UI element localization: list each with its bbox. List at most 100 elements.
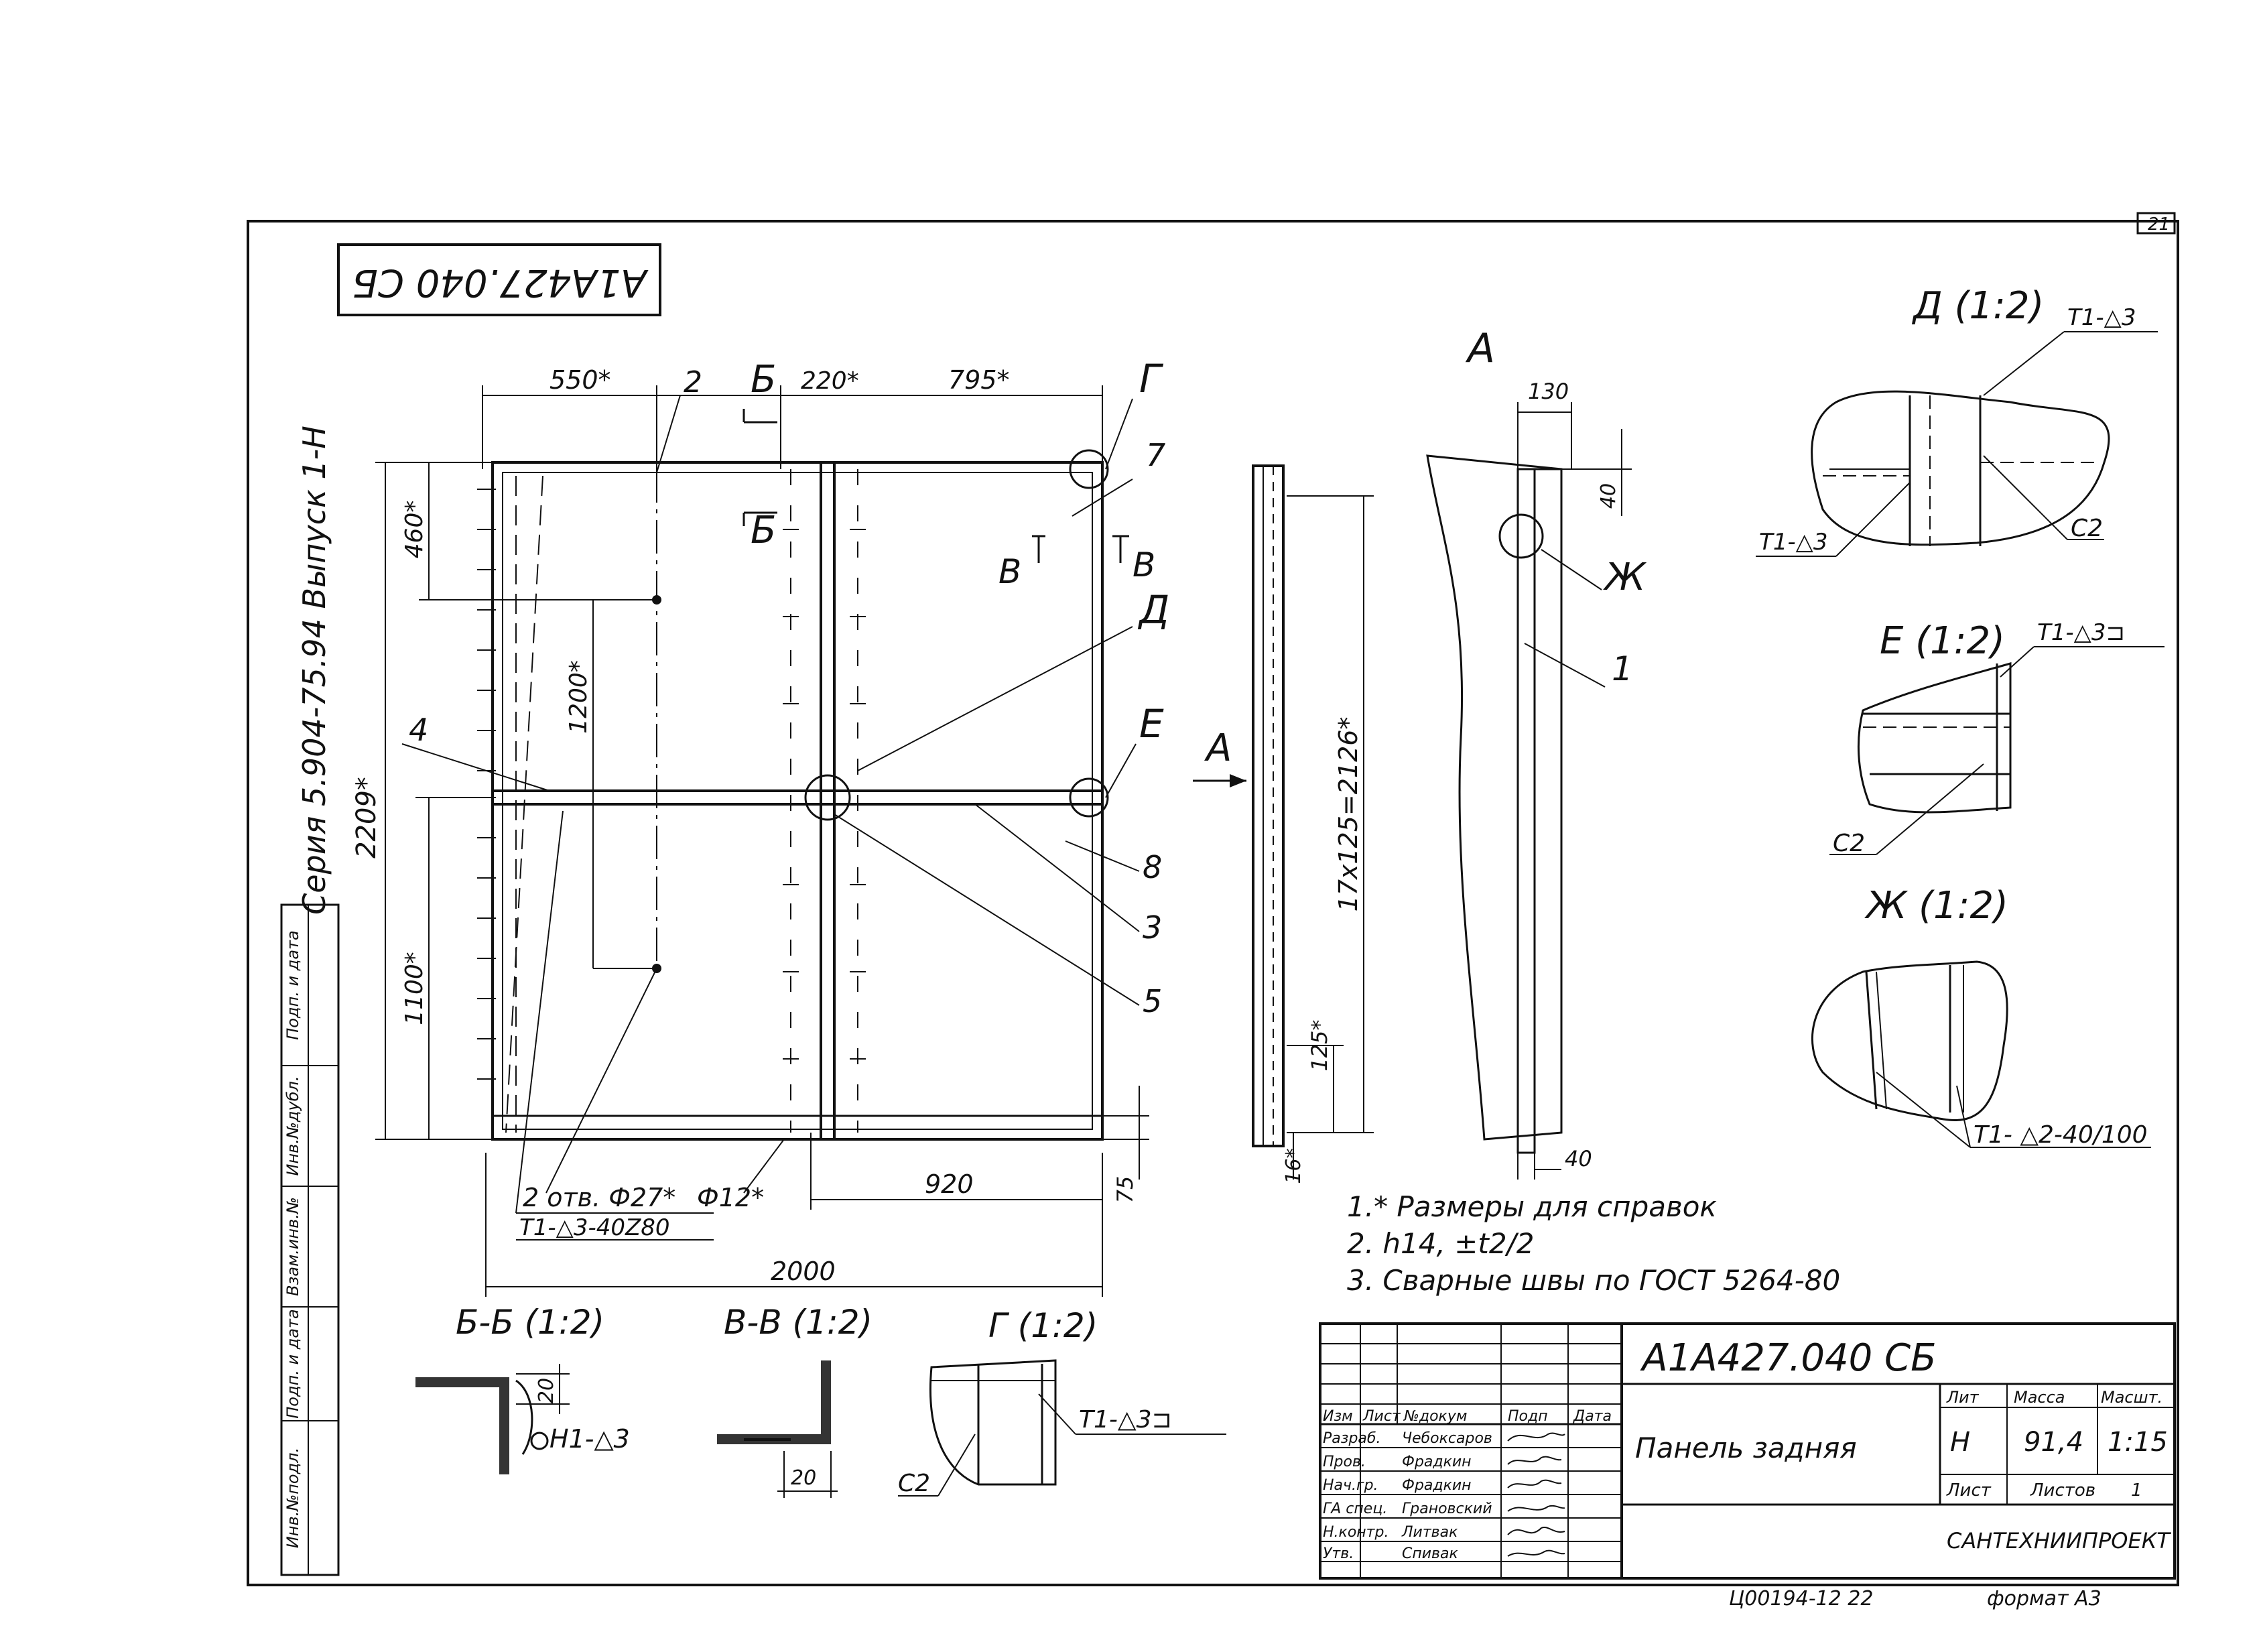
phi12-note: Ф12* [697,1183,764,1212]
section-bb-dim: 20 [535,1378,558,1403]
view-a-dim-130: 130 [1528,379,1569,404]
detail-e: Е (1:2) Т1-△3⊐ С2 [1829,619,2165,857]
note-1: 1.* Размеры для справок [1347,1190,1717,1223]
view-a-title: А [1465,325,1495,372]
tb-scale-label: Масшт. [2101,1388,2162,1407]
tb-lit-label: Лит [1946,1388,1980,1407]
detail-g-weld: Т1-△3⊐ [1079,1406,1172,1434]
side-stamp-inv-dubl: Инв.№дубл. [283,1076,302,1176]
tb-col-izm: Изм [1323,1408,1353,1425]
page-number: 21 [2148,214,2170,235]
footer-code: Ц00194-12 22 [1729,1587,1873,1610]
section-b-bottom-label: Б [751,509,776,552]
side-stamp-inv-podl: Инв.№подл. [283,1448,302,1548]
section-vv: В-В (1:2) 20 [717,1303,873,1498]
tb-name-1: Чебоксаров [1402,1430,1492,1447]
title-block: Изм Лист №докум Подп Дата Разраб. Чебокс… [1319,1322,2176,1580]
pos-2-label: 2 [684,365,702,399]
section-bb-title: Б-Б (1:2) [456,1303,604,1342]
section-bb: Б-Б (1:2) 20 Н1-△3 [415,1303,630,1474]
tb-name-2: Фрадкин [1402,1454,1472,1470]
dim-1100: 1100* [401,952,428,1025]
rotated-doc-code: А1А427.040 СБ [352,261,648,304]
tb-col-podp: Подп [1508,1408,1548,1425]
detail-zh-callout: Ж [1603,556,1647,599]
dim-2000: 2000 [771,1257,836,1286]
tb-col-data: Дата [1573,1408,1612,1425]
holes-note: 2 отв. Ф27* [523,1183,675,1212]
tb-role-1: Разраб. [1323,1430,1380,1447]
section-bb-weld: Н1-△3 [550,1424,630,1454]
detail-e-c2: С2 [1833,830,1865,857]
tb-sheets-label: Листов [2030,1480,2095,1501]
pos-4-label: 4 [409,712,428,748]
dim-220: 220* [801,367,859,395]
main-panel-view: 550* 220* 795* 460* 1200* 2209* 1100* 20… [351,356,1169,1297]
view-a-arrow-label: А [1204,726,1232,770]
tb-org: САНТЕХНИИПРОЕКТ [1947,1528,2171,1553]
detail-d-weld-left: Т1-△3 [1759,529,1827,556]
tb-name-3: Фрадкин [1402,1477,1472,1494]
view-a-dim-40-top: 40 [1597,483,1620,509]
detail-d-title: Д (1:2) [1911,284,2044,328]
tb-name-6: Спивак [1402,1545,1458,1562]
footer-format: формат А3 [1987,1587,2102,1610]
view-a-pitch: 17x125=2126* [1334,717,1363,912]
detail-d-callout: Д [1137,587,1169,633]
dim-1200: 1200* [565,660,592,734]
pos-1-label: 1 [1612,649,1633,688]
detail-e-callout: Е [1139,701,1164,747]
dim-550: 550* [550,365,611,395]
section-vv-title: В-В (1:2) [724,1303,873,1342]
detail-g-c2: С2 [898,1470,930,1497]
view-a-dim-40-bottom: 40 [1565,1146,1592,1171]
tb-role-5: Н.контр. [1323,1524,1388,1541]
main-weld-note: Т1-△3-40Z80 [519,1214,670,1241]
tb-col-list: Лист [1362,1408,1401,1425]
tb-scale: 1:15 [2108,1427,2168,1458]
detail-e-weld: Т1-△3⊐ [2037,619,2125,646]
signatures [1507,1432,1565,1557]
tb-role-4: ГА спец. [1323,1501,1387,1517]
view-a-dim-125: 125* [1307,1019,1332,1071]
notes: 1.* Размеры для справок 2. h14, ±t2/2 3.… [1347,1190,1840,1297]
section-b-top-label: Б [751,358,776,401]
view-a: А А 130 40 1 [1193,325,1647,1184]
detail-zh-title: Ж (1:2) [1864,884,2008,928]
detail-e-title: Е (1:2) [1880,619,2005,663]
dim-75: 75 [1112,1176,1138,1204]
detail-g-callout: Г [1139,356,1164,401]
pos-3-label: 3 [1143,909,1162,946]
tb-lit: Н [1950,1427,1970,1458]
section-v-right-label: В [1133,546,1155,584]
tb-col-doc: №докум [1403,1408,1467,1425]
sheet-frame: 21 [247,212,2179,1586]
detail-zh: Ж (1:2) Т1- △2-40/100 [1811,884,2151,1149]
note-2: 2. h14, ±t2/2 [1347,1227,1534,1260]
dim-460: 460* [401,501,428,559]
detail-d-weld-top: Т1-△3 [2067,304,2136,331]
side-stamp-podp-2: Подп. и дата [283,930,302,1040]
series-note: Серия 5.904-75.94 Выпуск 1-Н [296,426,332,915]
dim-2209: 2209* [351,777,382,859]
detail-d-c2: С2 [2071,515,2103,542]
detail-g: Г (1:2) Т1-△3⊐ С2 [898,1306,1226,1497]
detail-g-title: Г (1:2) [988,1306,1098,1345]
detail-zh-weld: Т1- △2-40/100 [1974,1121,2148,1149]
note-3: 3. Сварные швы по ГОСТ 5264-80 [1347,1264,1840,1297]
tb-name-4: Грановский [1402,1501,1492,1517]
tb-role-3: Нач.гр. [1323,1477,1378,1494]
detail-d: Д (1:2) Т1-△3 Т1-△3 С2 [1756,284,2158,557]
tb-role-2: Пров. [1323,1454,1366,1470]
section-v-left-label: В [998,552,1021,591]
view-a-dim-16: 16* [1282,1148,1305,1184]
pos-5-label: 5 [1143,983,1162,1019]
side-stamp-vzam: Взам.инв.№ [283,1197,302,1296]
tb-sheet-label: Лист [1946,1480,1992,1501]
tb-role-6: Утв. [1323,1545,1354,1562]
section-vv-dim: 20 [791,1466,816,1490]
pos-8-label: 8 [1143,849,1162,885]
tb-mass: 91,4 [2024,1427,2083,1458]
tb-mass-label: Масса [2014,1388,2065,1407]
